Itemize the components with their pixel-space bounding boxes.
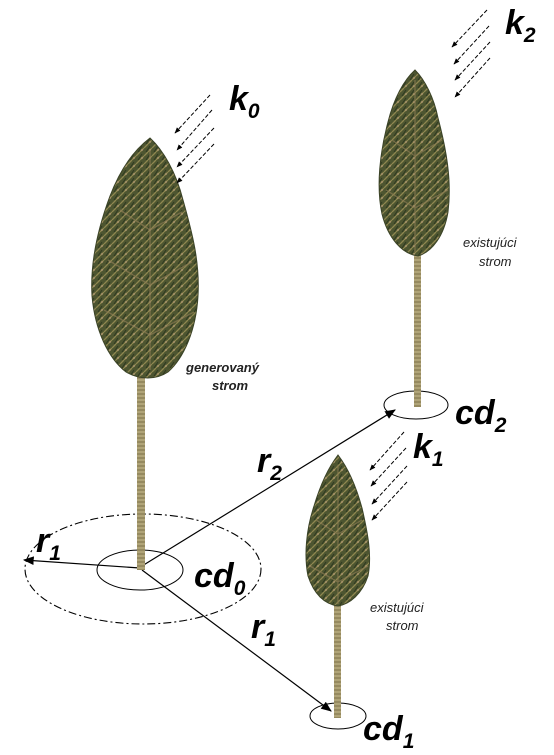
- rays-k1: [370, 432, 407, 520]
- existing-tree-bottom: [306, 455, 370, 718]
- label-k0: k0: [229, 80, 260, 123]
- existing-tree-top-trunk: [414, 245, 421, 407]
- note-generated-line1: generovaný: [185, 360, 260, 375]
- existing-tree-bottom-trunk: [334, 590, 341, 718]
- note-generated-line2: strom: [212, 378, 249, 393]
- label-cd1: cd1: [363, 710, 414, 753]
- label-cd2: cd2: [455, 394, 507, 437]
- note-existing-top-line2: strom: [479, 254, 512, 269]
- label-r1-right: r1: [251, 608, 276, 651]
- existing-tree-top: [379, 70, 449, 407]
- r1-left-arrow: [24, 560, 140, 568]
- note-existing-top-line1: existujúci: [463, 235, 518, 250]
- label-cd0: cd0: [194, 557, 246, 600]
- note-existing-bottom-line2: strom: [386, 618, 419, 633]
- label-k1: k1: [413, 428, 444, 471]
- label-r2: r2: [257, 442, 282, 485]
- rays-k2: [452, 10, 490, 97]
- rays-k0: [175, 95, 214, 183]
- label-k2: k2: [505, 4, 536, 47]
- generated-tree: [92, 138, 199, 570]
- note-existing-bottom-line1: existujúci: [370, 600, 425, 615]
- generated-tree-crown: [92, 138, 199, 378]
- label-r1-left: r1: [36, 522, 61, 565]
- existing-tree-top-crown: [379, 70, 449, 256]
